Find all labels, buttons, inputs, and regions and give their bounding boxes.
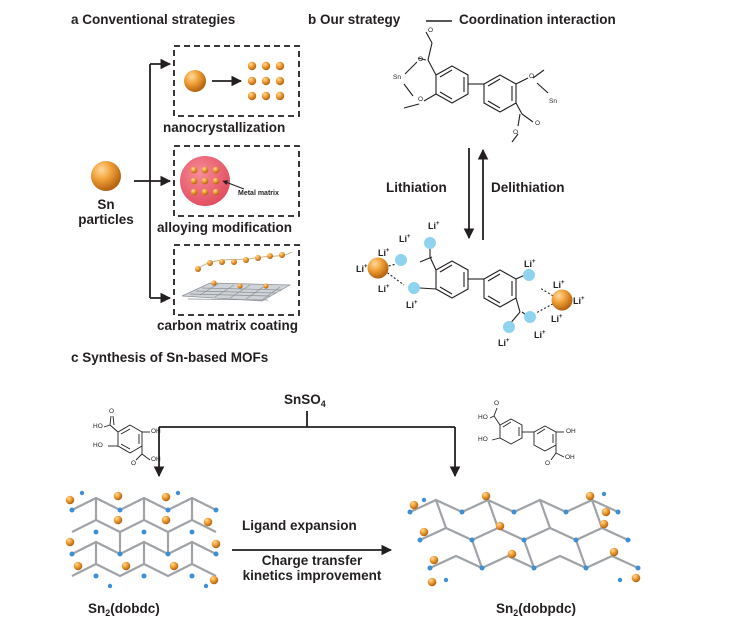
ligand-expansion-label: Ligand expansion xyxy=(242,518,357,533)
dobpdc-oh-label-1: OH xyxy=(566,428,576,435)
dobdc-oh-label-1: OH xyxy=(151,428,161,435)
li-label-12: Li+ xyxy=(534,330,546,340)
carbon-sheet xyxy=(181,282,292,302)
alloying-caption: alloying modification xyxy=(157,220,293,235)
sn2-dobdc-label: Sn2(dobdc) xyxy=(88,601,160,618)
panel-c-title: c Synthesis of Sn-based MOFs xyxy=(71,350,269,365)
sn2-dobpdc-framework xyxy=(407,491,641,587)
li-coordination-sites xyxy=(367,237,573,333)
nanocrystallization-caption: nanocrystallization xyxy=(163,120,286,135)
atom-o-top6: O xyxy=(513,129,519,136)
li-label-5: Li+ xyxy=(378,284,390,294)
lithiation-label: Lithiation xyxy=(386,180,447,195)
snso4-reagent: SnSO4 xyxy=(284,392,326,409)
sn2-dobpdc-label: Sn2(dobpdc) xyxy=(496,601,577,618)
li-label-6: Li+ xyxy=(406,300,418,310)
li-label-1: Li+ xyxy=(428,221,440,231)
atom-o-top2: O xyxy=(418,56,424,63)
sn-particles-label: Sn particles xyxy=(74,197,138,227)
alloying-box xyxy=(173,145,300,217)
sn-atom-right xyxy=(551,289,573,311)
li-label-11: Li+ xyxy=(498,338,510,348)
atom-sn-top-right: Sn xyxy=(549,98,557,105)
sn-particles-label-line1: Sn xyxy=(97,197,115,212)
sn-particles-label-line2: particles xyxy=(78,212,134,227)
dobpdc-linker xyxy=(489,407,565,461)
panel-b-title-suffix: Coordination interaction xyxy=(459,12,616,27)
li-label-9: Li+ xyxy=(573,296,585,306)
dobdc-o-label-2: O xyxy=(131,460,137,467)
charge-transfer-line2: kinetics improvement xyxy=(242,568,382,583)
dobdc-o-label: O xyxy=(109,408,115,415)
dobpdc-o-label-2: O xyxy=(545,460,551,467)
dobpdc-o-label: O xyxy=(494,400,500,407)
atom-o-top4: O xyxy=(529,73,535,80)
dobdc-oh-label-2: OH xyxy=(151,456,161,463)
li-label-3: Li+ xyxy=(378,248,390,258)
panel-a-graphics xyxy=(91,45,300,316)
atom-o-top1: O xyxy=(428,27,434,34)
sn-atom-left xyxy=(367,257,389,279)
carbon-matrix-box xyxy=(173,244,300,316)
sn-particle xyxy=(91,161,121,191)
panel-a-title: a Conventional strategies xyxy=(71,12,236,27)
nanocrystallization-box xyxy=(173,45,300,117)
dobdc-ho-label-2: HO xyxy=(93,442,103,449)
metal-matrix-label: Metal matrix xyxy=(238,190,279,197)
sn2-dobdc-framework xyxy=(65,490,221,589)
sn-coordinated-ligand xyxy=(403,31,549,143)
panel-c-graphics xyxy=(103,407,565,556)
li-label-8: Li+ xyxy=(553,280,565,290)
nanoparticle-grid xyxy=(247,61,285,101)
atom-o-top3: O xyxy=(418,96,424,103)
li-label-10: Li+ xyxy=(551,314,563,324)
carbon-matrix-caption: carbon matrix coating xyxy=(157,318,299,333)
charge-transfer-label: Charge transfer kinetics improvement xyxy=(232,553,392,583)
delithiation-label: Delithiation xyxy=(491,180,565,195)
charge-transfer-line1: Charge transfer xyxy=(261,553,363,568)
atom-o-top5: O xyxy=(535,120,541,127)
li-label-2: Li+ xyxy=(399,234,411,244)
panel-b-graphics xyxy=(380,20,561,326)
li-label-4: Li+ xyxy=(356,264,368,274)
li-label-7: Li+ xyxy=(524,259,536,269)
panel-b-title: b Our strategy xyxy=(308,12,401,27)
dobdc-linker xyxy=(103,415,151,461)
dobpdc-ho-label-1: HO xyxy=(478,414,488,421)
dobdc-ho-label-1: HO xyxy=(93,423,103,430)
atom-sn-top-left: Sn xyxy=(393,74,401,81)
lithiated-ligand xyxy=(380,245,561,326)
dobpdc-oh-label-2: OH xyxy=(565,454,575,461)
dobpdc-ho-label-2: HO xyxy=(478,436,488,443)
